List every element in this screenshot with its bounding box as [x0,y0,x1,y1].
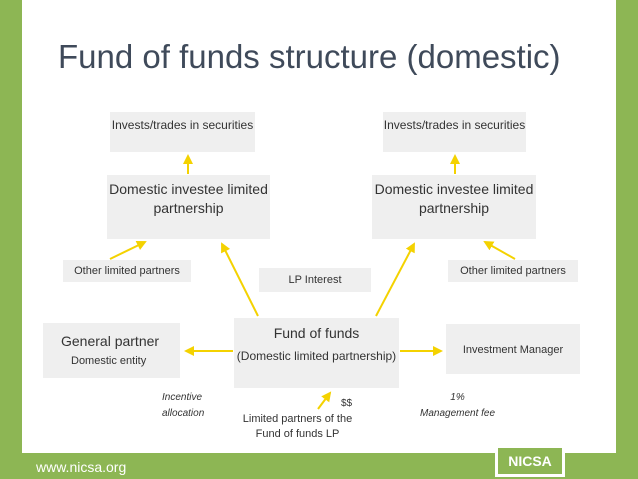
investment-manager-box: Investment Manager [446,324,580,374]
arrow-other-lp-right-to-investee [483,241,516,260]
general-partner-subtitle: Domestic entity [71,354,147,367]
general-partner-box: General partner Domestic entity [43,323,180,378]
fund-of-funds-title: Fund of funds [273,325,360,341]
management-fee-note: 1% Management fee [420,390,495,422]
incentive-line-1: Incentive [162,392,203,403]
arrow-other-lp-left-to-investee [109,240,147,260]
arrow-fof-to-investee-right [375,242,415,317]
other-limited-partners-left: Other limited partners [63,260,191,282]
incentive-allocation-note: Incentive allocation [162,390,204,422]
arrow-fof-to-investee-left [221,242,259,317]
securities-box-left: Invests/trades in securities [110,112,255,152]
dollars-note: $$ [341,398,353,409]
investee-lp-box-left: Domestic investee limited partnership [107,175,270,239]
lp-interest-label: LP Interest [259,268,371,292]
fof-limited-partners-box: Limited partners of the Fund of funds LP [230,410,365,442]
page-title: Fund of funds structure (domestic) [58,38,561,75]
nicsa-logo: NICSA [495,445,565,477]
other-limited-partners-right: Other limited partners [448,260,578,282]
general-partner-title: General partner [61,333,160,349]
investee-lp-box-right: Domestic investee limited partnership [372,175,536,239]
arrow-limited-partners-to-fof [317,391,332,410]
fund-of-funds-box: Fund of funds (Domestic limited partners… [234,318,399,388]
fund-of-funds-subtitle: (Domestic limited partnership) [236,348,397,363]
management-line-2: Management fee [420,408,496,419]
securities-box-right: Invests/trades in securities [383,112,526,152]
nicsa-logo-text: NICSA [498,448,562,474]
footer-url[interactable]: www.nicsa.org [36,459,127,475]
management-line-1: 1% [450,392,465,403]
incentive-line-2: allocation [162,408,205,419]
